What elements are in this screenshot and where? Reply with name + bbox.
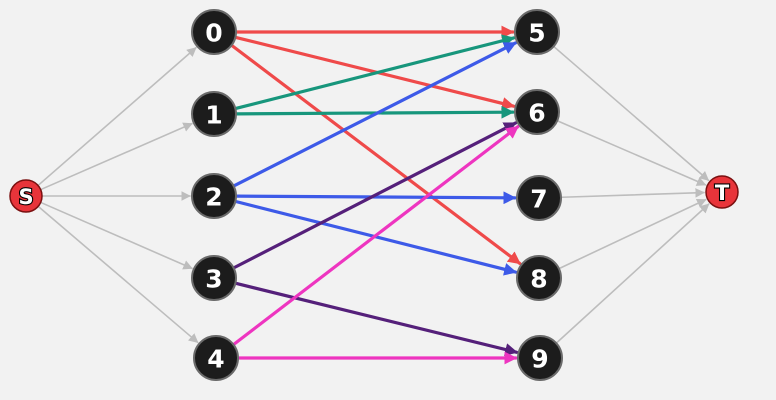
node-5-label: 5	[528, 19, 545, 48]
edge-5-T	[553, 46, 710, 182]
node-2[interactable]: 2	[191, 173, 237, 219]
edge-S-4	[38, 206, 199, 344]
edge-2-5	[232, 41, 518, 188]
edge-2-7	[235, 191, 517, 205]
node-8-label: 8	[530, 265, 547, 294]
edge-7-T	[561, 188, 705, 199]
node-1[interactable]: 1	[191, 91, 237, 137]
node-0[interactable]: 0	[191, 9, 237, 55]
node-S[interactable]: S	[9, 179, 43, 213]
node-5[interactable]: 5	[514, 9, 560, 55]
edge-1-5	[234, 34, 516, 110]
edge-S-1	[40, 122, 193, 191]
edge-3-6	[232, 121, 518, 270]
node-2-label: 2	[205, 183, 222, 212]
node-1-label: 1	[205, 101, 222, 130]
node-T[interactable]: T	[705, 175, 739, 209]
edge-4-6	[232, 124, 520, 346]
node-4[interactable]: 4	[193, 335, 239, 381]
node-7-label: 7	[530, 185, 547, 214]
node-9[interactable]: 9	[517, 335, 563, 381]
edges-layer	[38, 25, 710, 365]
node-6[interactable]: 6	[514, 89, 560, 135]
edge-S-3	[40, 201, 193, 270]
edge-3-9	[234, 281, 519, 356]
node-9-label: 9	[531, 345, 548, 374]
edge-6-T	[557, 120, 707, 186]
node-3[interactable]: 3	[191, 255, 237, 301]
node-7[interactable]: 7	[516, 175, 562, 221]
node-8[interactable]: 8	[516, 255, 562, 301]
edge-9-T	[556, 203, 710, 344]
node-4-label: 4	[207, 345, 224, 374]
nodes-layer: S 0 1 2 3 4 5 6	[9, 9, 739, 381]
node-S-label: S	[18, 185, 33, 209]
node-6-label: 6	[528, 99, 545, 128]
node-T-label: T	[715, 181, 730, 205]
node-0-label: 0	[205, 19, 222, 48]
edge-0-8	[230, 44, 522, 266]
node-3-label: 3	[205, 265, 222, 294]
edge-8-T	[559, 198, 707, 270]
edge-S-0	[38, 46, 197, 186]
